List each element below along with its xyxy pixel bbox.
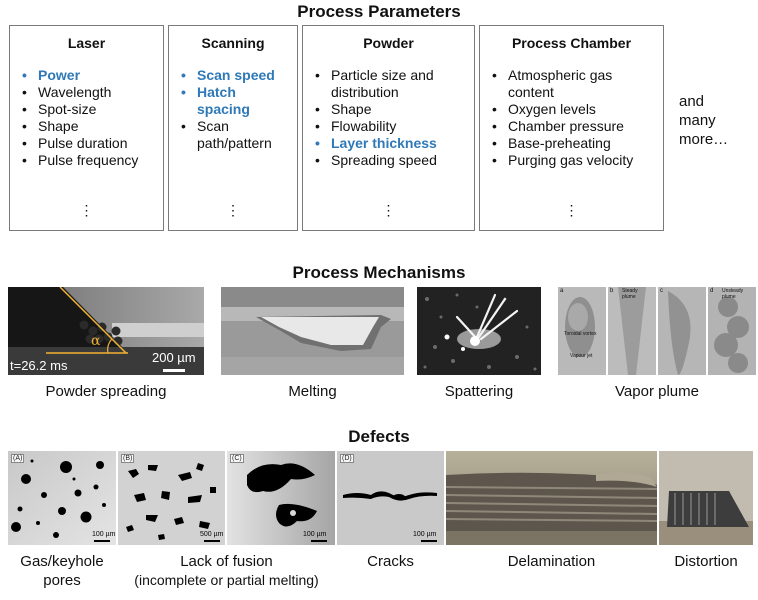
powder-spreading-caption: Powder spreading	[45, 383, 167, 400]
ellipsis-icon: ⋮	[381, 202, 396, 218]
distortion-image	[659, 451, 753, 545]
delamination-image	[446, 451, 657, 545]
list-item: •Flowability	[315, 118, 397, 134]
time-label: t=26.2 ms	[10, 358, 68, 373]
vapor-panel-b-tag: b	[610, 288, 614, 294]
delamination-graphic	[446, 451, 657, 545]
process-chamber-box-title: Process Chamber	[511, 35, 632, 51]
vapor-panel-c-tag: c	[660, 288, 663, 294]
vapor-plume-graphic	[558, 287, 756, 375]
toroidal-vortex-label: Toroidal vortex	[564, 331, 597, 337]
scanning-box-title: Scanning	[201, 35, 265, 51]
cracks-caption: Cracks	[367, 553, 414, 570]
defects-title: Defects	[348, 427, 410, 446]
scale-label: 100 µm	[92, 531, 116, 538]
distortion-caption: Distortion	[674, 553, 738, 570]
alpha-label: α	[91, 333, 101, 349]
spattering-caption: Spattering	[444, 383, 514, 400]
panel-c-tag: (C)	[230, 454, 244, 463]
list-item: •Purging gas velocity	[492, 152, 634, 168]
panel-d-tag: (D)	[340, 454, 354, 463]
delamination-caption: Delamination	[507, 553, 596, 570]
scanning-box: Scanning •Scan speed •Hatch spacing •Sca…	[168, 25, 298, 231]
scale-label: 500 µm	[200, 531, 224, 538]
list-item: •Hatch spacing	[181, 84, 250, 117]
powder-spreading-graphic	[8, 287, 204, 375]
list-item: •Shape	[315, 101, 372, 117]
spattering-image	[417, 287, 541, 375]
gas-pores-caption: Gas/keyhole pores	[20, 553, 104, 589]
vapor-panel-a-tag: a	[560, 288, 564, 294]
scale-bar-label: 200 µm	[152, 350, 196, 365]
spattering-graphic	[417, 287, 541, 375]
lack-of-fusion-image-b: (B) 500 µm	[118, 451, 225, 545]
powder-list: •Particle size and distribution •Shape •…	[303, 67, 474, 169]
process-parameters-title: Process Parameters	[297, 2, 461, 21]
powder-spreading-image: α t=26.2 ms 200 µm	[8, 287, 204, 375]
lack-of-fusion-caption: Lack of fusion (incomplete or partial me…	[134, 553, 319, 588]
lack-of-fusion-image-c: (C) 100 µm	[227, 451, 335, 545]
lack-of-fusion-b-graphic	[118, 451, 225, 545]
vapor-panel-d-tag: d	[710, 288, 714, 294]
scale-label: 100 µm	[413, 531, 437, 538]
melting-caption: Melting	[288, 383, 337, 400]
process-chamber-list: •Atmospheric gas content •Oxygen levels …	[480, 67, 663, 169]
vapour-jet-label: Vapour jet	[570, 353, 593, 359]
list-item: •Scan speed	[181, 67, 275, 83]
list-item: •Particle size and distribution	[315, 67, 434, 100]
cracks-image: (D) 100 µm	[337, 451, 444, 545]
process-chamber-box: Process Chamber •Atmospheric gas content…	[479, 25, 664, 231]
list-item: •Oxygen levels	[492, 101, 596, 117]
distortion-graphic	[659, 451, 753, 545]
scale-label: 100 µm	[303, 531, 327, 538]
panel-b-tag: (B)	[121, 454, 135, 463]
steady-plume-label: Steady plume	[622, 288, 638, 300]
ellipsis-icon: ⋮	[79, 202, 94, 218]
panel-a-tag: (A)	[11, 454, 25, 463]
powder-box: Powder •Particle size and distribution •…	[302, 25, 475, 231]
list-item: •Shape	[22, 118, 79, 134]
gas-pores-graphic	[8, 451, 116, 545]
vapor-plume-image: a b c d Steady plume Unsteady plume Toro…	[558, 287, 756, 375]
lack-of-fusion-c-graphic	[227, 451, 335, 545]
list-item: •Spreading speed	[315, 152, 437, 168]
laser-box-title: Laser	[67, 35, 106, 51]
list-item: •Layer thickness	[315, 135, 437, 151]
ellipsis-icon: ⋮	[564, 202, 579, 218]
list-item: •Power	[22, 67, 81, 83]
and-many-more-text: and many more…	[679, 93, 729, 148]
ellipsis-icon: ⋮	[226, 202, 240, 218]
cracks-graphic	[337, 451, 444, 545]
list-item: •Wavelength	[22, 84, 112, 100]
scanning-list: •Scan speed •Hatch spacing •Scan path/pa…	[169, 67, 297, 152]
melting-image	[221, 287, 404, 375]
list-item: •Scan path/pattern	[181, 118, 272, 151]
process-mechanisms-title: Process Mechanisms	[292, 263, 466, 282]
powder-box-title: Powder	[363, 35, 414, 51]
vapor-plume-caption: Vapor plume	[615, 383, 699, 400]
laser-list: •Power •Wavelength •Spot-size •Shape •Pu…	[10, 67, 163, 169]
list-item: •Chamber pressure	[492, 118, 624, 134]
unsteady-plume-label: Unsteady plume	[722, 288, 744, 300]
list-item: •Pulse duration	[22, 135, 128, 151]
laser-box: Laser •Power •Wavelength •Spot-size •Sha…	[9, 25, 164, 231]
list-item: •Spot-size	[22, 101, 97, 117]
list-item: •Atmospheric gas content	[492, 67, 613, 100]
gas-pores-image: (A) 100 µm	[8, 451, 116, 545]
melting-graphic	[221, 287, 404, 375]
list-item: •Pulse frequency	[22, 152, 139, 168]
list-item: •Base-preheating	[492, 135, 611, 151]
